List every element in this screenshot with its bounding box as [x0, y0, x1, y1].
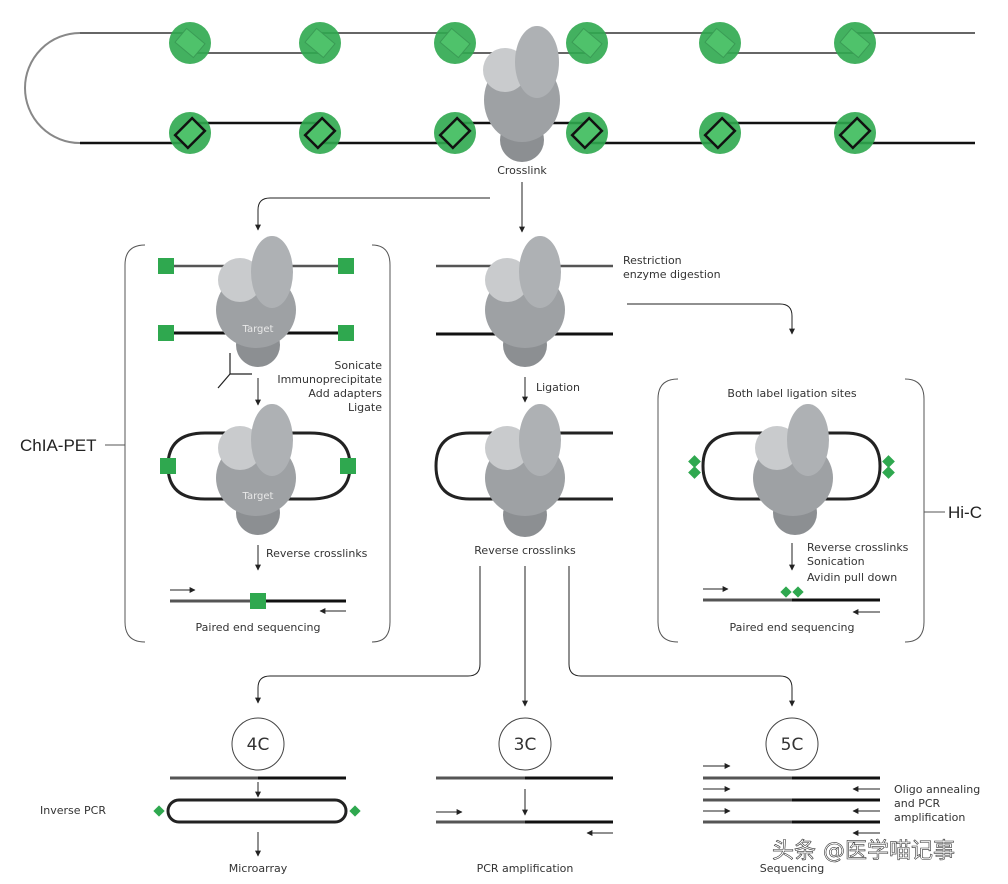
label-4c: 4C — [247, 735, 270, 755]
hic-paired-end: Paired end sequencing — [730, 621, 855, 634]
sequencing-label: Sequencing — [760, 862, 825, 875]
hic-step-sonication: Sonication — [807, 555, 865, 568]
center-protein-1 — [436, 236, 613, 367]
antibody-icon — [217, 353, 252, 389]
nucleosomes — [169, 22, 876, 154]
chiapet-reverse-crosslinks: Reverse crosslinks — [266, 547, 368, 560]
hic-title: Hi-C — [948, 503, 982, 522]
watermark: 头条 @医学喵记事 — [772, 839, 955, 864]
arrow-to-4c — [255, 566, 481, 704]
histone-core — [570, 116, 604, 150]
histone-core — [439, 27, 471, 59]
inverse-pcr-label: Inverse PCR — [40, 804, 106, 817]
method-3c — [436, 717, 613, 836]
hic-step-reverse: Reverse crosslinks — [807, 541, 909, 554]
label-5c: 5C — [781, 735, 804, 755]
histone-core — [304, 27, 336, 59]
restriction-label-1: Restriction — [623, 254, 682, 267]
pcr-amplification-label: PCR amplification — [477, 862, 574, 875]
chiapet-bracket — [105, 244, 391, 643]
ligation-label: Ligation — [536, 381, 580, 394]
histone-core — [303, 116, 337, 150]
hic-bracket — [657, 378, 945, 643]
histone-core — [704, 27, 736, 59]
chiapet-title: ChIA-PET — [20, 436, 97, 455]
histone-core — [838, 116, 872, 150]
histone-core — [839, 27, 871, 59]
crosslink-protein — [483, 26, 560, 162]
center-protein-2 — [434, 404, 613, 537]
arrow-to-5c — [568, 566, 795, 707]
histone-core — [173, 116, 207, 150]
arrow-crosslink-to-chiapet — [255, 197, 490, 231]
microarray-label: Microarray — [229, 862, 288, 875]
oligo-label-3: amplification — [894, 811, 965, 824]
hic-protein — [688, 404, 895, 535]
crosslink-label: Crosslink — [497, 164, 547, 177]
histone-core — [438, 116, 472, 150]
histone-core — [571, 27, 603, 59]
histone-core — [703, 116, 737, 150]
chiapet-step-ligate: Ligate — [348, 401, 382, 414]
hic-step-avidin: Avidin pull down — [807, 571, 897, 584]
restriction-label-2: enzyme digestion — [623, 268, 721, 281]
method-5c — [703, 717, 880, 836]
method-4c — [153, 717, 361, 857]
label-3c: 3C — [514, 735, 537, 755]
chiapet-step-adapters: Add adapters — [308, 387, 382, 400]
hic-label-sites: Both label ligation sites — [727, 387, 856, 400]
oligo-label-2: and PCR — [894, 797, 941, 810]
arrow-to-hic — [627, 303, 795, 335]
chiapet-step-immunoprecipitate: Immunoprecipitate — [277, 373, 382, 386]
chiapet-protein-2 — [160, 404, 356, 535]
oligo-label-1: Oligo annealing — [894, 783, 980, 796]
chiapet-paired-fragment — [170, 587, 346, 614]
center-reverse-crosslinks: Reverse crosslinks — [474, 544, 576, 557]
chiapet-step-sonicate: Sonicate — [334, 359, 382, 372]
target-label-2: Target — [242, 491, 274, 502]
chiapet-paired-end: Paired end sequencing — [196, 621, 321, 634]
chiapet-protein-1 — [158, 236, 354, 367]
target-label-1: Target — [242, 324, 274, 335]
histone-core — [174, 27, 206, 59]
hic-paired-fragment — [703, 586, 880, 615]
